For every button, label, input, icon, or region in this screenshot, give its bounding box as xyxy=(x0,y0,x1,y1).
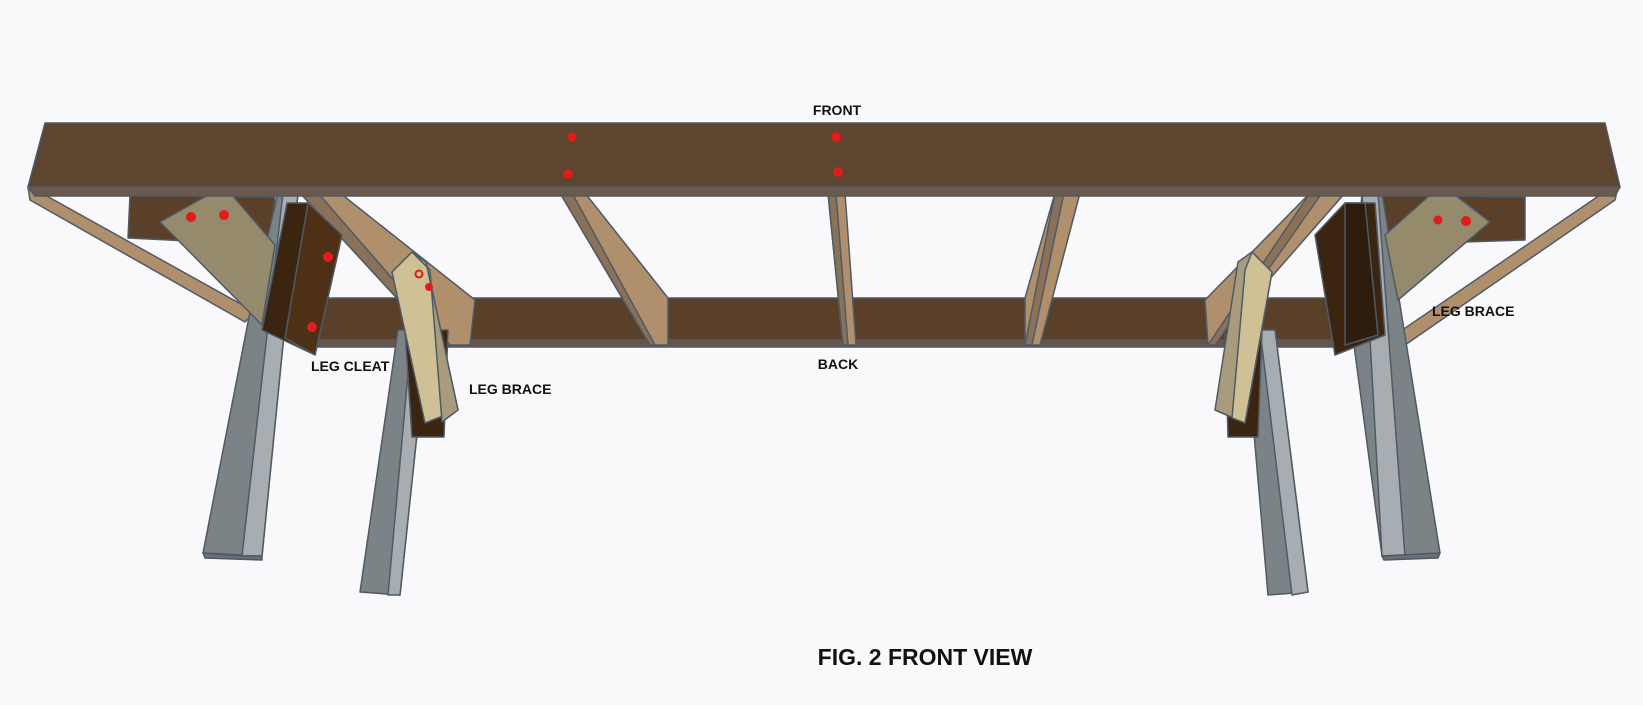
hole-icon xyxy=(414,269,424,279)
label-leg-brace-right: LEG BRACE xyxy=(1432,303,1514,319)
label-front: FRONT xyxy=(813,102,862,118)
hole-icon xyxy=(323,252,333,262)
leg-cleat-right xyxy=(1314,202,1386,356)
hole-icon xyxy=(567,132,577,142)
hole-icon xyxy=(831,132,841,142)
center-post xyxy=(827,192,857,346)
hole-icon xyxy=(1433,215,1443,225)
hole-icon xyxy=(307,322,317,332)
label-back: BACK xyxy=(818,356,858,372)
hole-icon xyxy=(833,167,843,177)
hole-icon xyxy=(563,169,573,179)
screw-holes xyxy=(186,132,1471,332)
hole-icon xyxy=(219,210,229,220)
hole-icon xyxy=(425,283,433,291)
label-leg-cleat: LEG CLEAT xyxy=(311,358,390,374)
gusset-left xyxy=(159,194,276,326)
figure-caption: FIG. 2 FRONT VIEW xyxy=(818,644,1033,670)
hole-icon xyxy=(1461,216,1471,226)
leg-back-right xyxy=(1244,329,1309,596)
front-board xyxy=(27,122,1621,197)
hole-icon xyxy=(186,212,196,222)
label-leg-brace-left: LEG BRACE xyxy=(469,381,551,397)
leg-brace-left xyxy=(391,251,459,424)
center-right-brace xyxy=(1024,192,1081,346)
leg-cleat-left xyxy=(261,202,343,356)
leg-brace-right xyxy=(1214,251,1273,424)
